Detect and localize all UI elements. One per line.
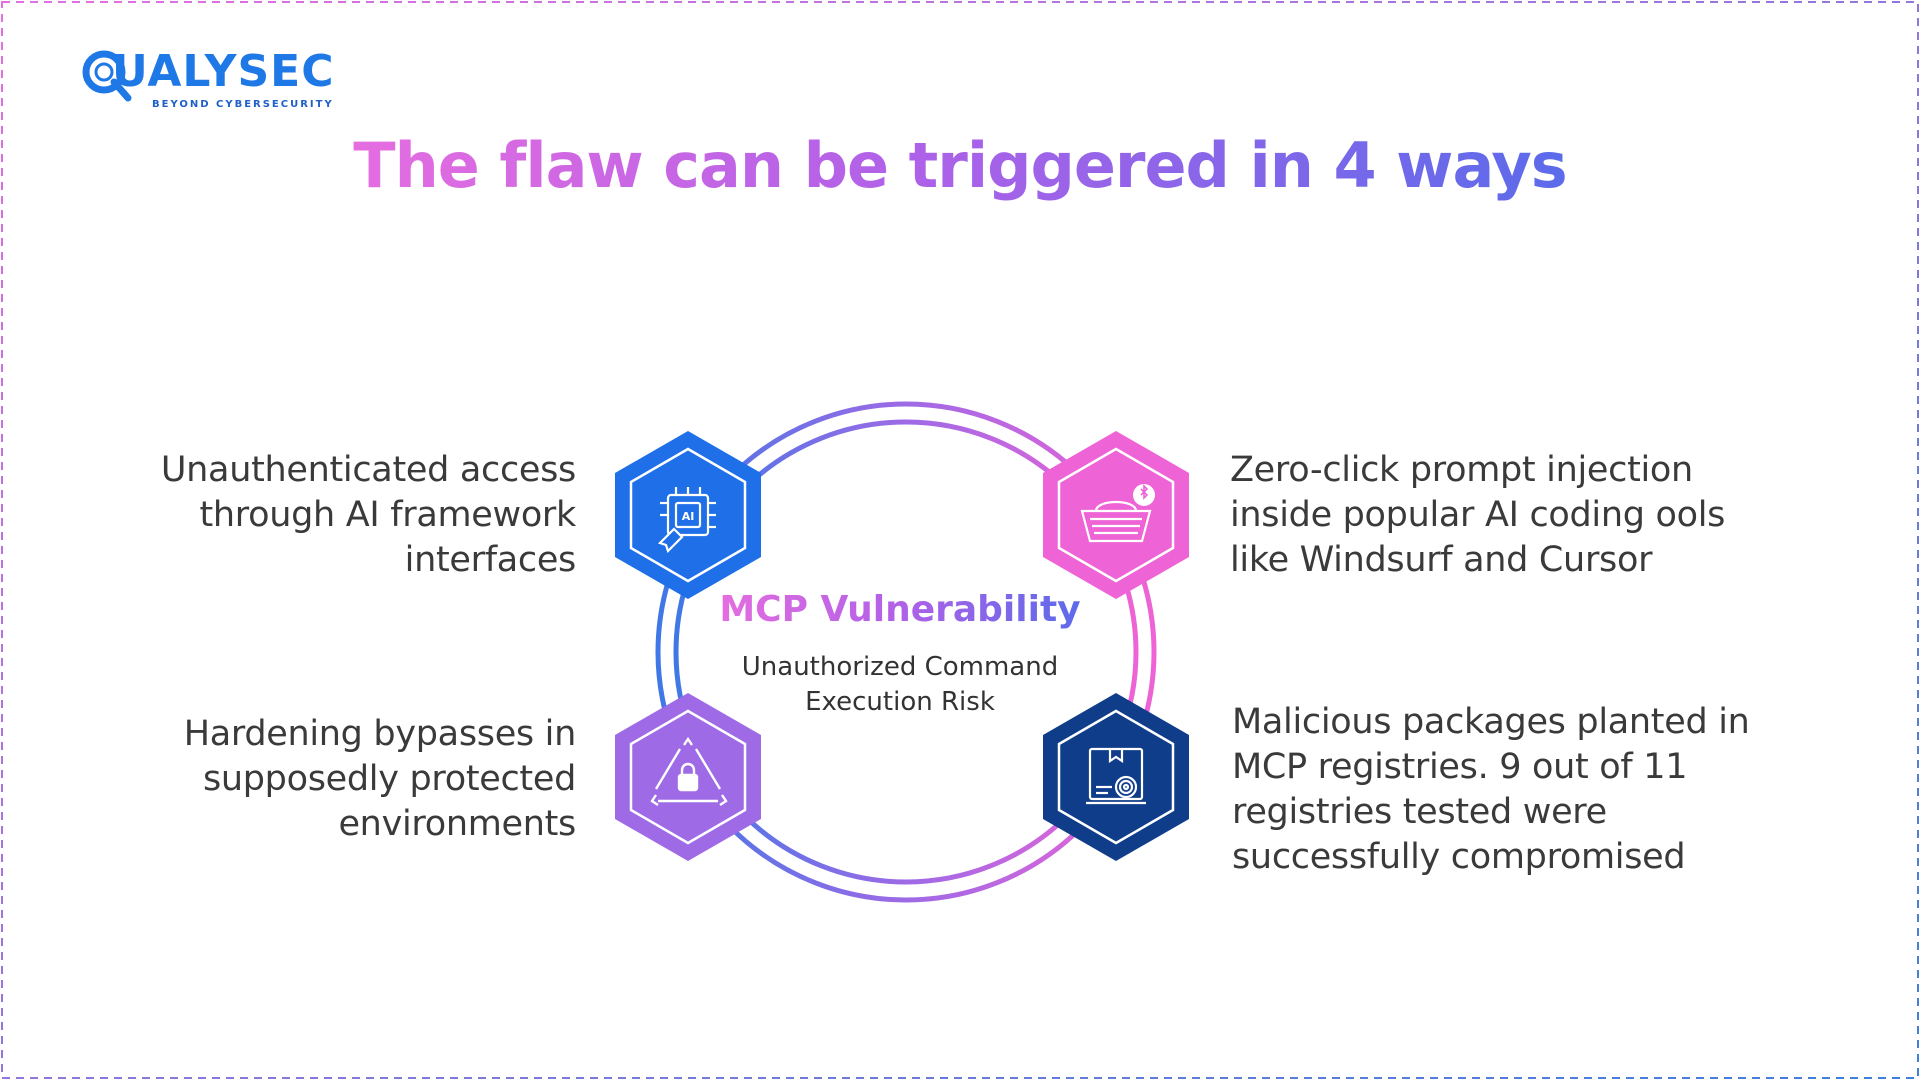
ai-chip-icon <box>657 487 716 554</box>
hex-prompt-injection <box>1043 431 1189 599</box>
way-1-line: Unauthenticated access <box>160 450 576 490</box>
center-subtitle: Unauthorized Command Execution Risk <box>700 650 1100 720</box>
center-subtitle-line1: Unauthorized Command <box>741 652 1059 682</box>
way-2-line: inside popular AI coding ools <box>1230 495 1726 535</box>
way-3-line: Hardening bypasses in <box>183 714 577 754</box>
recycle-lock-icon <box>650 736 728 806</box>
way-4-line: registries tested were <box>1232 792 1607 832</box>
keyboard-bluetooth-icon <box>1080 484 1155 543</box>
center-subtitle-line2: Execution Risk <box>805 687 995 717</box>
way-1-line: interfaces <box>404 540 577 580</box>
center-title: MCP Vulnerability <box>719 589 1081 630</box>
way-3-description: Hardening bypasses in supposedly protect… <box>80 712 577 847</box>
way-3-line: environments <box>338 804 576 844</box>
hex-ai-framework: AI <box>615 431 761 599</box>
page-title: The flaw can be triggered in 4 ways <box>353 129 1567 202</box>
package-fingerprint-icon <box>1086 747 1146 805</box>
svg-text:AI: AI <box>682 510 695 523</box>
way-4-line: Malicious packages planted in <box>1232 702 1750 742</box>
way-2-line: like Windsurf and Cursor <box>1230 540 1653 580</box>
logo-wordmark: UALYSEC <box>112 46 335 97</box>
way-1-line: through AI framework <box>199 495 576 535</box>
way-4-line: MCP registries. 9 out of 11 <box>1232 747 1688 787</box>
center-ring <box>655 401 1157 903</box>
way-4-description: Malicious packages planted in MCP regist… <box>1232 700 1872 880</box>
way-2-description: Zero-click prompt injection inside popul… <box>1230 448 1850 583</box>
way-4-line: successfully compromised <box>1232 837 1686 877</box>
hex-malicious-packages <box>1043 693 1189 861</box>
way-2-line: Zero-click prompt injection <box>1230 450 1693 490</box>
logo-q-icon <box>82 50 132 102</box>
logo-tagline: BEYOND CYBERSECURITY <box>152 99 334 110</box>
way-1-description: Unauthenticated access through AI framew… <box>80 448 576 583</box>
qualysec-logo: UALYSEC BEYOND CYBERSECURITY <box>80 48 360 118</box>
hex-hardening-bypass <box>615 693 761 861</box>
way-3-line: supposedly protected <box>202 759 576 799</box>
